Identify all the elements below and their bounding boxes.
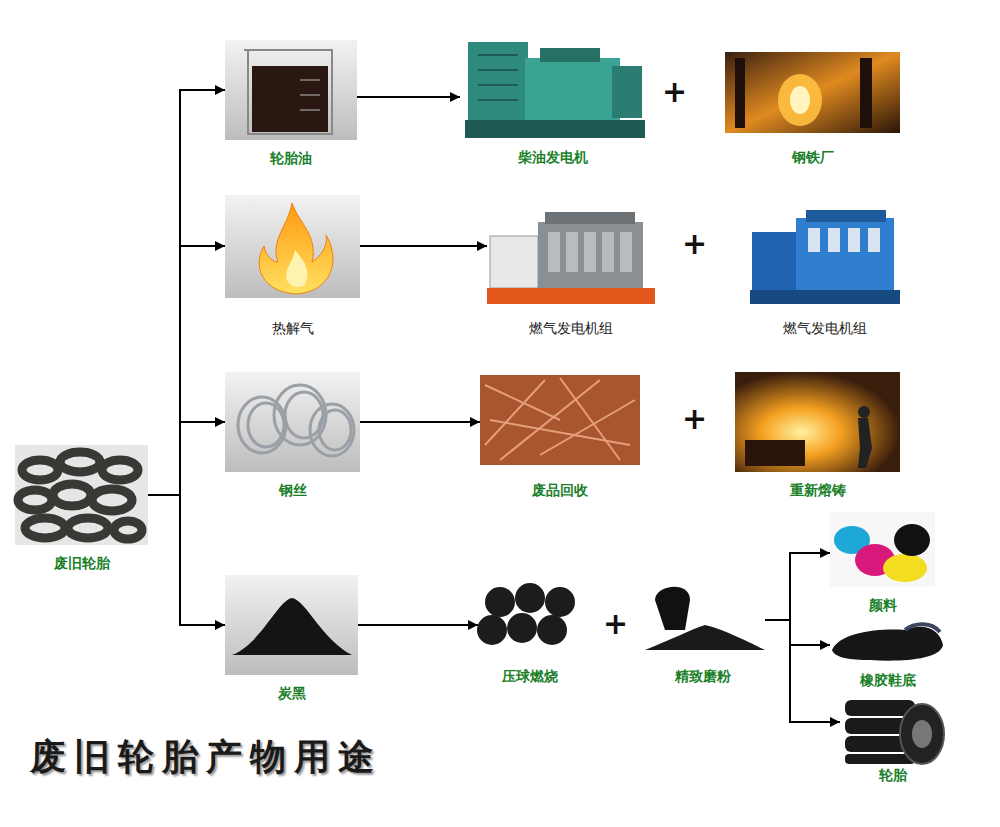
node-label: 橡胶鞋底 [830,671,945,689]
product-node: 废旧轮胎 [15,445,148,572]
carbon-black-picture [225,575,358,675]
flow-arrow [148,422,225,495]
product-node: 废品回收 [480,375,640,499]
foundry-picture [735,372,900,472]
node-label: 压球燃烧 [478,667,582,685]
steel-mill-picture [725,52,900,133]
product-node: 钢丝 [225,372,360,499]
tire-stack-picture [845,700,944,764]
node-label: 颜料 [830,596,935,614]
node-label: 燃气发电机组 [487,319,655,337]
product-node: 重新熔铸 [735,372,900,499]
node-label: 精致磨粉 [640,667,765,685]
product-node: 轮胎 [840,700,945,784]
oil-beaker-picture [225,40,357,140]
product-node: 橡胶鞋底 [830,625,945,689]
node-label: 废旧轮胎 [15,554,148,572]
node-label: 轮胎油 [225,149,357,167]
flow-arrow [148,495,225,625]
gas-generator-picture [487,212,655,304]
node-label: 炭黑 [225,684,358,702]
node-label: 重新熔铸 [735,481,900,499]
flow-arrow [360,245,487,247]
flow-arrow [358,624,478,626]
node-label: 钢铁厂 [725,148,900,166]
node-label: 燃气发电机组 [750,319,900,337]
product-node: 炭黑 [225,575,358,702]
scrap-wire-picture [480,375,640,465]
tire-pile-picture [15,445,148,545]
plus-sign: + [682,229,707,259]
plus-sign: + [682,404,707,434]
node-label: 热解气 [225,319,360,337]
plus-sign: + [603,609,628,639]
flow-arrow [148,246,225,495]
product-node: 热解气 [225,195,360,337]
flow-arrow [765,553,830,620]
flow-arrow [360,421,480,423]
product-node: 压球燃烧 [478,585,582,685]
product-node: 精致磨粉 [640,585,765,685]
flow-arrow [765,620,830,645]
node-label: 废品回收 [480,481,640,499]
flow-arrow [357,96,460,98]
node-label: 轮胎 [840,766,945,784]
node-label: 柴油发电机 [460,148,645,166]
product-node: 颜料 [830,512,935,614]
diagram-title: 废旧轮胎产物用途 [30,736,382,778]
product-node: 燃气发电机组 [750,210,900,337]
gas-generator-picture [750,210,900,304]
product-node: 轮胎油 [225,40,357,167]
product-node: 柴油发电机 [460,40,645,166]
plus-sign: + [662,77,687,107]
node-label: 钢丝 [225,481,360,499]
flame-picture [225,195,360,298]
product-node: 燃气发电机组 [487,210,655,337]
powder-picture [645,587,765,650]
shoe-picture [832,624,943,660]
flow-arrow [765,620,840,722]
wire-coil-picture [225,372,360,472]
product-node: 钢铁厂 [725,52,900,166]
pigment-picture [830,512,935,587]
briquette-picture [477,583,575,645]
flow-arrow [148,90,225,495]
diesel-generator-picture [465,42,645,138]
